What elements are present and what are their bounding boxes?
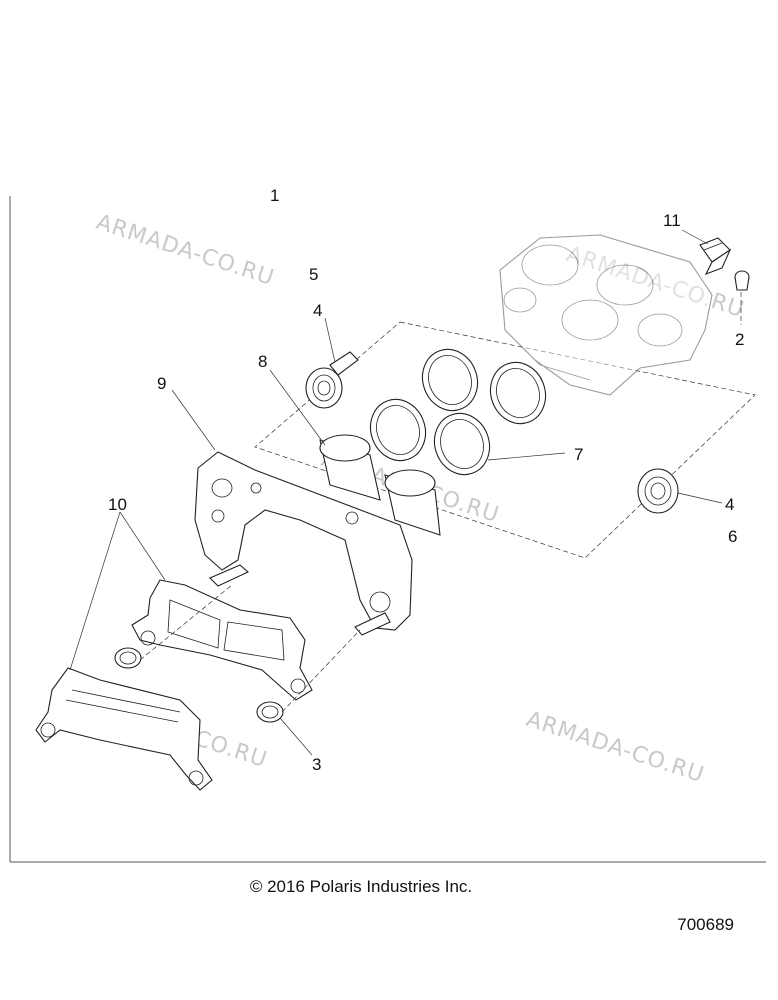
callout-label: 6	[728, 527, 737, 546]
brake-pad-lower	[35, 667, 213, 791]
callout-label: 1	[270, 186, 279, 205]
guide-pin-upper	[305, 351, 359, 409]
callout-label: 3	[312, 755, 321, 774]
caliper-body	[499, 234, 713, 396]
pistons	[319, 434, 441, 536]
bleeder-screw	[699, 237, 732, 276]
callout-label: 7	[574, 445, 583, 464]
spring-lower	[637, 468, 679, 514]
diagram-frame	[9, 196, 766, 863]
piston-seals	[369, 348, 547, 476]
callout-label: 2	[735, 330, 744, 349]
watermark-text: ARMADA-CO.RU	[523, 707, 707, 788]
callout-numbers: 1 2 3 4 4 5 6 7 8 9 10 11	[108, 186, 744, 774]
assembly-outline	[254, 321, 756, 559]
watermark-text: ARMADA-CO.RU	[93, 210, 277, 291]
leader-lines	[69, 229, 742, 756]
pad-springs	[114, 647, 284, 723]
brake-pad-upper	[131, 579, 313, 701]
bleeder-cap	[734, 270, 750, 291]
document-number: 700689	[677, 915, 734, 934]
callout-label: 8	[258, 352, 267, 371]
caliper-bracket	[194, 451, 413, 636]
callout-label: 10	[108, 495, 127, 514]
callout-label: 5	[309, 265, 318, 284]
callout-label: 4	[725, 495, 734, 514]
callout-label: 11	[663, 211, 681, 230]
copyright-notice: © 2016 Polaris Industries Inc.	[249, 877, 473, 896]
callout-label: 9	[157, 374, 166, 393]
callout-label: 4	[313, 301, 322, 320]
